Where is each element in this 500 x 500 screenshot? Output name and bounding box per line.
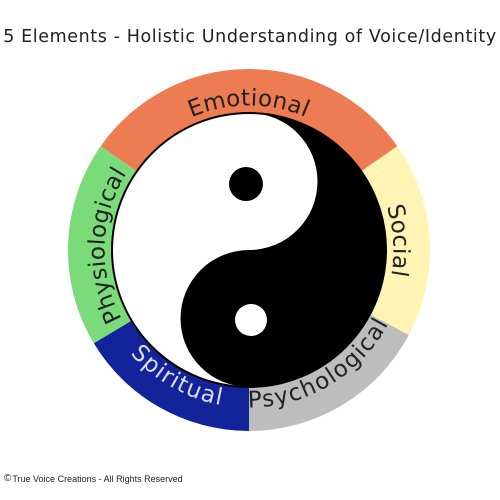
- copyright-icon: ©: [4, 473, 12, 484]
- yin-yang-black-dot: [229, 167, 263, 201]
- segment-social: [361, 146, 430, 335]
- elements-ring: [68, 69, 430, 431]
- segment-emotional: [100, 69, 398, 172]
- footer: © True Voice Creations - All Rights Rese…: [4, 473, 183, 484]
- segment-physiological: [68, 146, 137, 344]
- diagram-title: 5 Elements - Holistic Understanding of V…: [3, 27, 497, 47]
- segment-psychological: [249, 314, 409, 431]
- yin-yang-icon: [111, 112, 387, 388]
- footer-text: True Voice Creations - All Rights Reserv…: [12, 473, 183, 484]
- segment-spiritual: [93, 320, 249, 431]
- yin-yang-white-dot: [235, 304, 267, 336]
